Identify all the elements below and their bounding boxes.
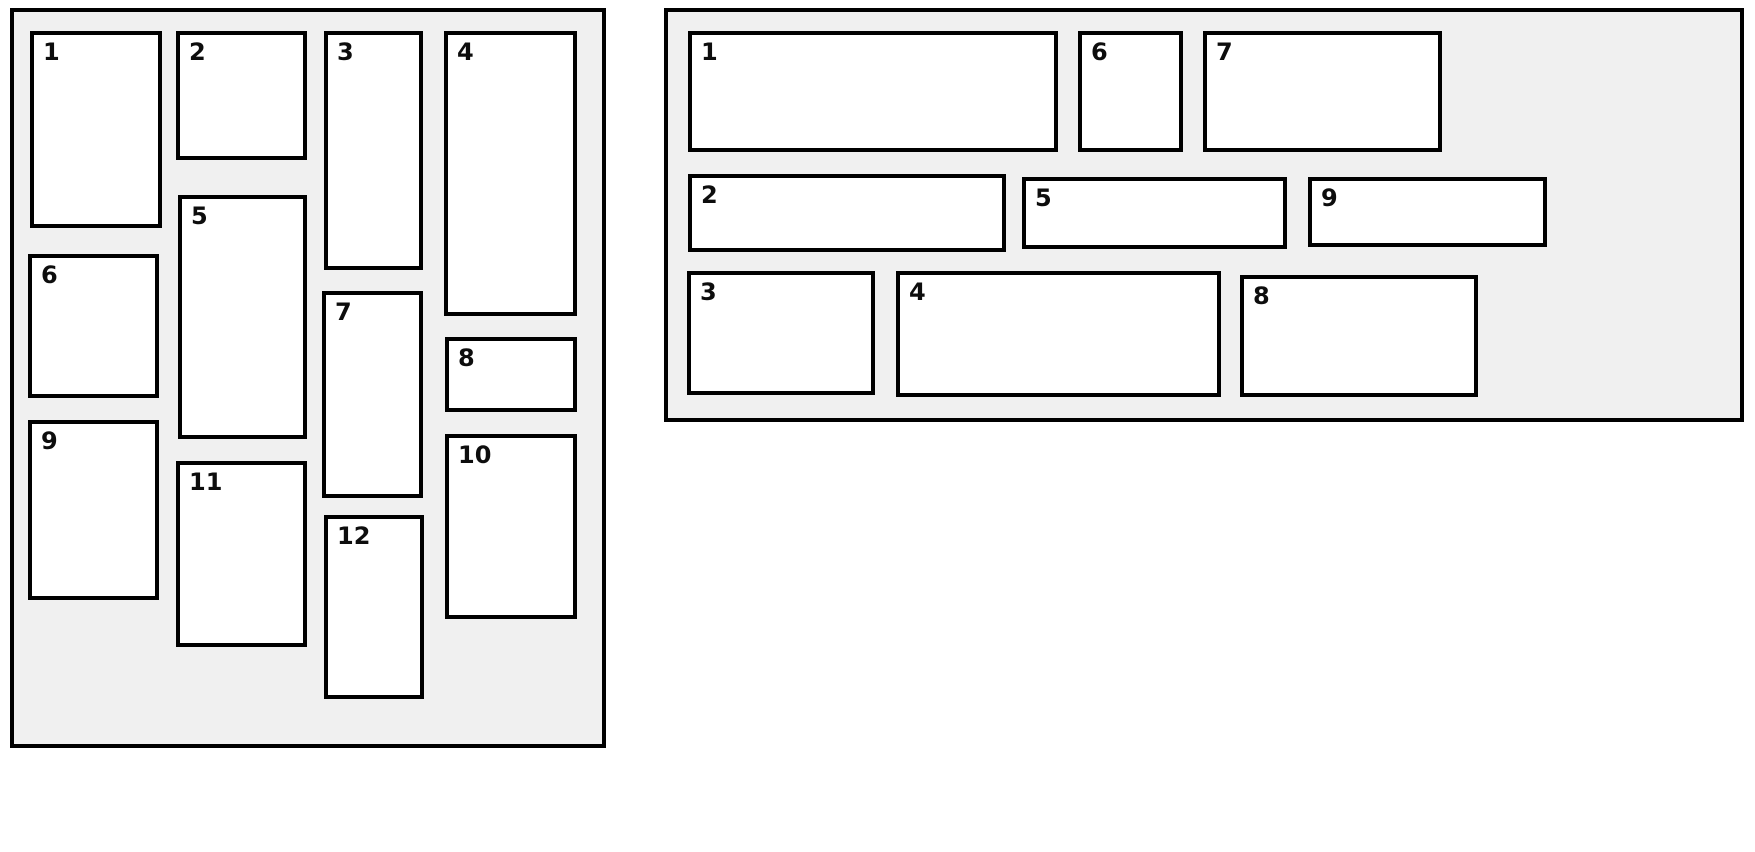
right-panel-box-3[interactable]: 3 — [687, 271, 875, 395]
right-panel-box-label-3: 3 — [700, 278, 717, 306]
left-panel-box-label-5: 5 — [191, 202, 208, 230]
right-panel-box-9[interactable]: 9 — [1308, 177, 1547, 247]
right-panel-box-label-7: 7 — [1216, 38, 1233, 66]
right-panel-box-7[interactable]: 7 — [1203, 31, 1442, 152]
left-panel-box-12[interactable]: 12 — [324, 515, 424, 699]
right-panel-box-label-5: 5 — [1035, 184, 1052, 212]
left-panel-box-9[interactable]: 9 — [28, 420, 159, 600]
right-panel-box-label-8: 8 — [1253, 282, 1270, 310]
left-panel-box-label-12: 12 — [337, 522, 371, 550]
left-panel-box-label-9: 9 — [41, 427, 58, 455]
left-panel-box-5[interactable]: 5 — [178, 195, 307, 439]
left-panel-box-4[interactable]: 4 — [444, 31, 577, 316]
left-panel-box-label-1: 1 — [43, 38, 60, 66]
left-panel-box-label-10: 10 — [458, 441, 492, 469]
left-panel-box-2[interactable]: 2 — [176, 31, 307, 160]
left-panel-box-label-4: 4 — [457, 38, 474, 66]
right-panel-box-8[interactable]: 8 — [1240, 275, 1478, 397]
right-panel-box-5[interactable]: 5 — [1022, 177, 1287, 249]
right-panel-box-4[interactable]: 4 — [896, 271, 1221, 397]
left-panel-box-label-3: 3 — [337, 38, 354, 66]
right-panel-box-label-6: 6 — [1091, 38, 1108, 66]
left-panel-box-1[interactable]: 1 — [30, 31, 162, 228]
right-panel-box-6[interactable]: 6 — [1078, 31, 1183, 152]
left-panel-box-6[interactable]: 6 — [28, 254, 159, 398]
left-panel-box-3[interactable]: 3 — [324, 31, 423, 270]
left-panel-box-10[interactable]: 10 — [445, 434, 577, 619]
right-panel-box-label-1: 1 — [701, 38, 718, 66]
left-panel-box-11[interactable]: 11 — [176, 461, 307, 647]
right-panel-box-1[interactable]: 1 — [688, 31, 1058, 152]
right-panel-box-2[interactable]: 2 — [688, 174, 1006, 252]
left-panel-box-8[interactable]: 8 — [445, 337, 577, 412]
right-panel-box-label-2: 2 — [701, 181, 718, 209]
left-panel-box-7[interactable]: 7 — [322, 291, 423, 498]
right-panel-box-label-9: 9 — [1321, 184, 1338, 212]
left-panel-box-label-7: 7 — [335, 298, 352, 326]
left-panel-box-label-8: 8 — [458, 344, 475, 372]
left-panel-box-label-11: 11 — [189, 468, 223, 496]
left-panel-box-label-6: 6 — [41, 261, 58, 289]
left-panel-box-label-2: 2 — [189, 38, 206, 66]
right-panel-box-label-4: 4 — [909, 278, 926, 306]
